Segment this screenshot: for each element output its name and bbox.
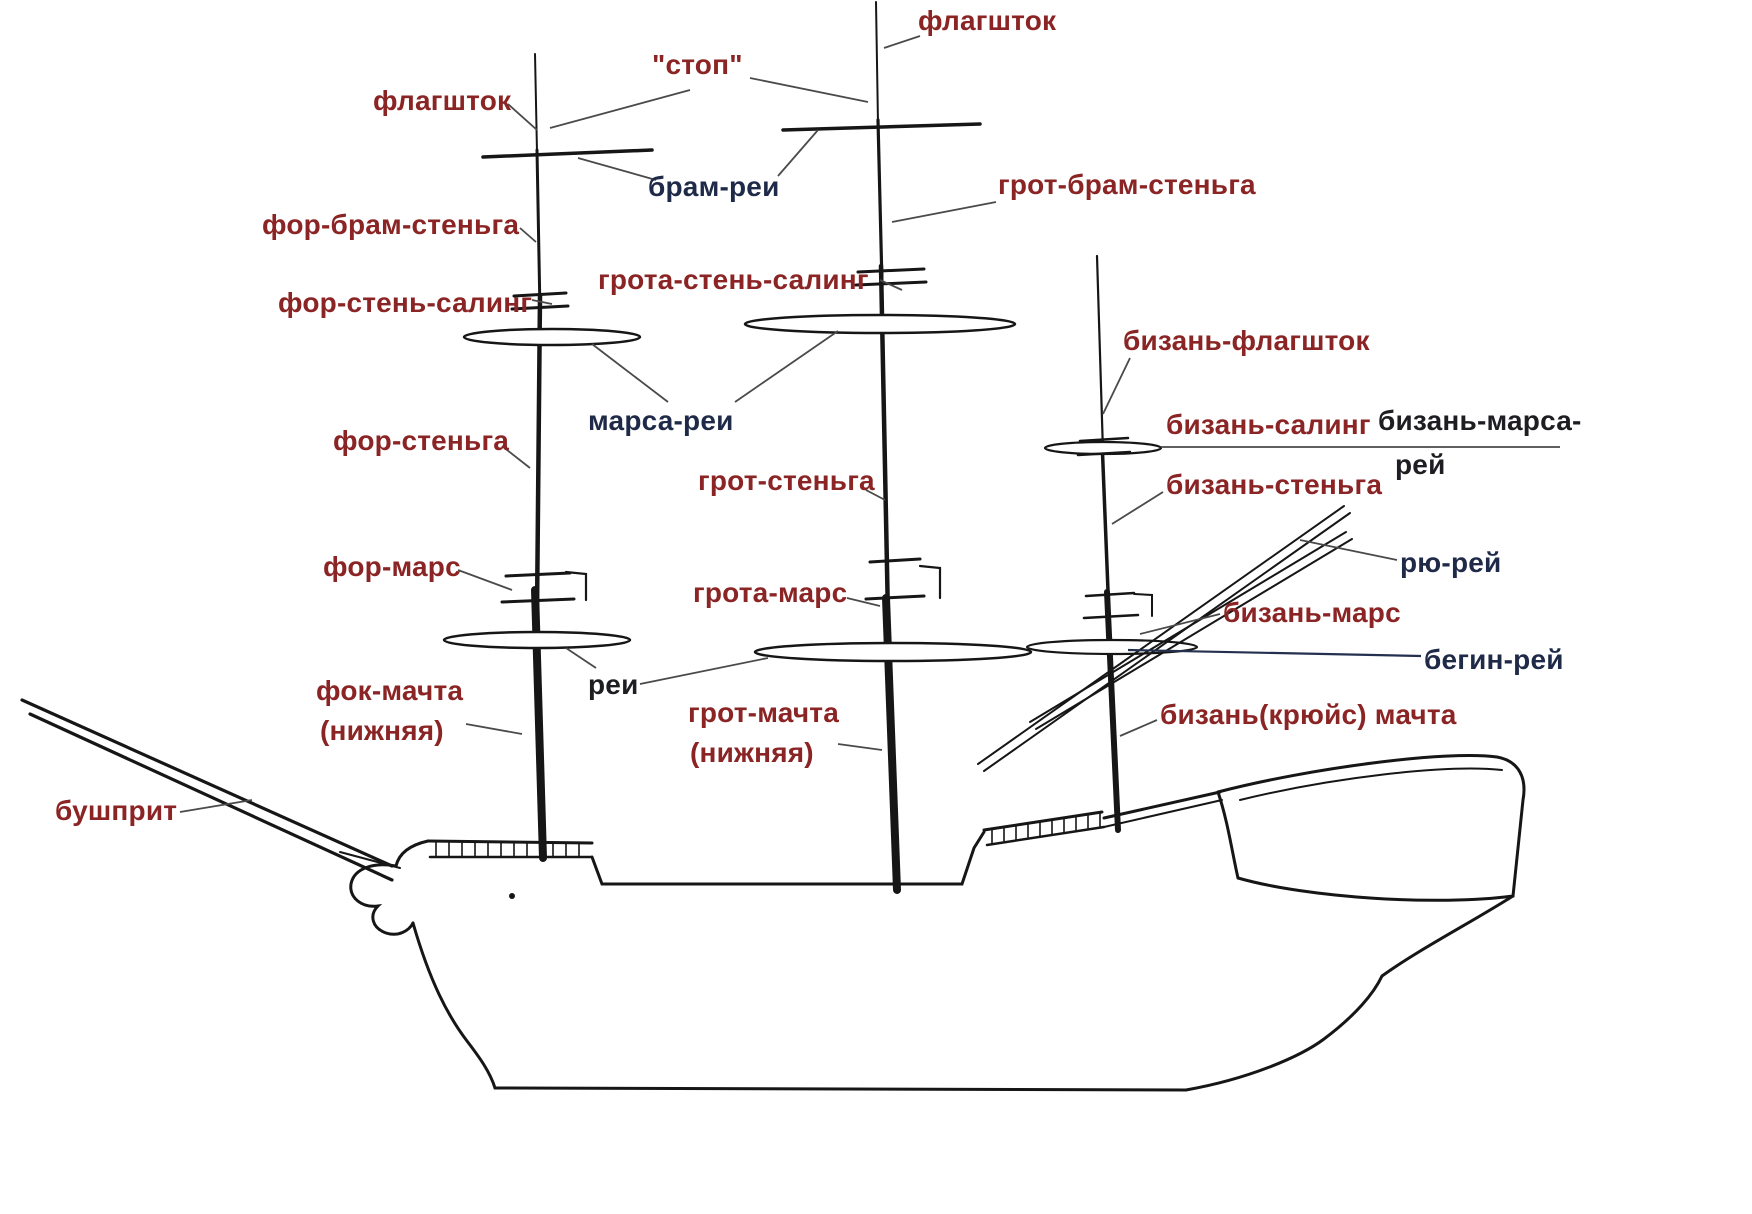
leader-bizan-flagpole [1102, 357, 1131, 415]
label-for-bram-stenga: фор-брам-стеньга [262, 209, 520, 240]
leader-begin-rey [1127, 648, 1422, 658]
label-fok-machta-1: фок-мачта [316, 675, 464, 706]
leader-marsa-rei-left [591, 343, 669, 403]
ship-hull [349, 754, 1526, 1092]
label-bizan-flagpole: бизань-флагшток [1123, 325, 1370, 356]
leader-grot-bram-stenga [891, 201, 997, 223]
leader-grot-machta [837, 743, 883, 751]
leader-ryu-rey [1299, 539, 1398, 561]
leader-fok-machta [465, 723, 523, 735]
label-flagpole-fore: флагшток [373, 85, 512, 116]
mizzen-topsail-yard [1043, 440, 1163, 456]
leader-for-mars [457, 569, 513, 591]
fore-lower-yard [442, 630, 632, 650]
main-mast [743, 1, 1033, 894]
fore-bram-yard [481, 148, 654, 159]
leader-bizan-mars [1139, 613, 1221, 635]
leader-for-bram-stenga [519, 227, 537, 243]
leader-bizan-stenga [1111, 491, 1164, 525]
main-lower-yard [753, 641, 1033, 663]
label-flagpole-main: флагшток [918, 5, 1057, 36]
leader-flagpole-main [883, 35, 921, 49]
leader-rei-left [565, 647, 597, 669]
leader-lines [179, 35, 1560, 813]
leader-bushprit [179, 799, 253, 813]
label-begin-rey: бегин-рей [1424, 644, 1564, 675]
leader-grota-mars [846, 597, 881, 607]
label-rei: реи [588, 669, 639, 700]
label-stop: "стоп" [652, 49, 743, 80]
leader-bram-rei-left [577, 157, 657, 181]
leader-marsa-rei-right [734, 330, 839, 403]
ryu-yard [977, 505, 1353, 772]
label-grota-mars: грота-марс [693, 577, 848, 608]
main-bram-yard [781, 122, 982, 132]
leader-for-stenga [501, 445, 531, 469]
leader-stop-left [549, 89, 691, 129]
label-grota-sten-saling: грота-стень-салинг [598, 264, 869, 295]
label-grot-stenga: грот-стеньга [698, 465, 875, 496]
label-bizan-marsa-rey-2: рей [1395, 449, 1446, 480]
leader-flagpole-fore [507, 103, 538, 131]
label-grot-machta-2: (нижняя) [690, 737, 814, 768]
leader-grota-sten-saling [879, 279, 903, 291]
label-for-mars: фор-марс [323, 551, 461, 582]
label-bizan-marsa-rey-1: бизань-марса- [1378, 405, 1582, 436]
label-ryu-rey: рю-рей [1400, 547, 1502, 578]
main-topsail-yard [743, 313, 1017, 335]
label-fok-machta-2: (нижняя) [320, 715, 444, 746]
leader-stop-right [749, 77, 869, 103]
label-bram-rei: брам-реи [648, 171, 780, 202]
leader-bram-rei-right [777, 129, 819, 177]
label-bizan-mars: бизань-марс [1223, 597, 1401, 628]
label-for-sten-saling: фор-стень-салинг [278, 287, 533, 318]
label-bushprit: бушприт [55, 795, 178, 826]
leader-grot-stenga [865, 489, 886, 501]
fore-topsail-yard [462, 327, 642, 347]
fore-mast [442, 53, 654, 862]
label-grot-bram-stenga: грот-брам-стеньга [998, 169, 1256, 200]
label-bizan-kryuis-machta: бизань(крюйс) мачта [1160, 699, 1457, 730]
label-for-stenga: фор-стеньга [333, 425, 510, 456]
label-marsa-rei: марса-реи [588, 405, 734, 436]
leader-rei-right [639, 657, 769, 685]
label-bizan-stenga: бизань-стеньга [1166, 469, 1383, 500]
label-grot-machta-1: грот-мачта [688, 697, 839, 728]
leader-for-sten-saling [531, 299, 553, 305]
label-bizan-saling: бизань-салинг [1166, 409, 1371, 440]
leader-bizan-machta [1119, 719, 1158, 737]
